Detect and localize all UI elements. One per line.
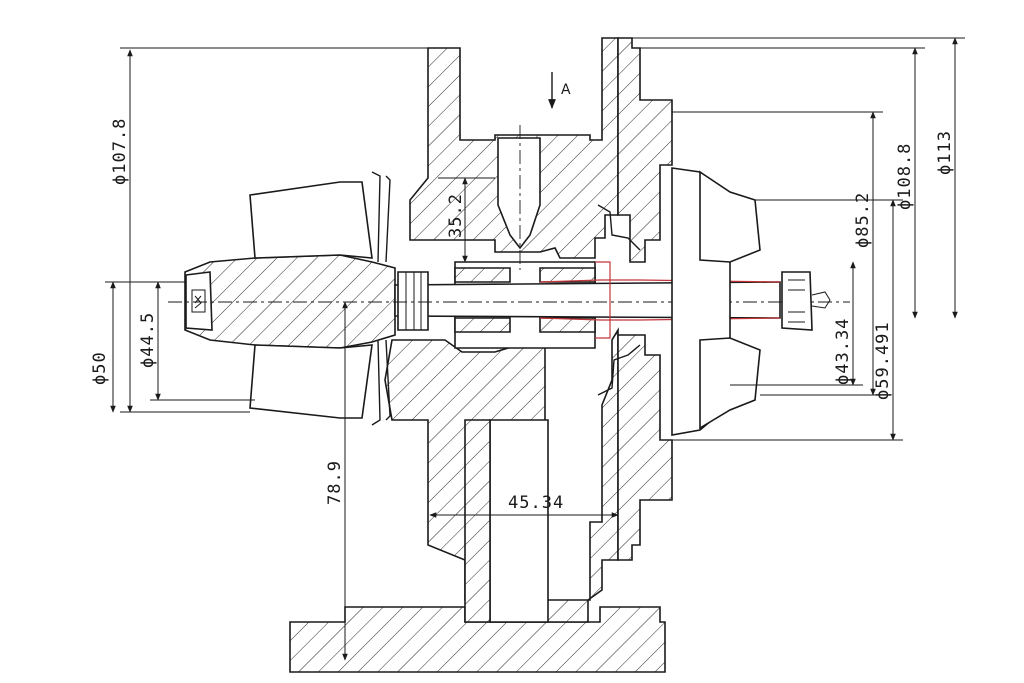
thrust-collar-grooves <box>405 272 422 330</box>
turbine-nut-detail <box>788 279 831 323</box>
thrust-collar <box>397 271 429 331</box>
dim-label-50: ϕ50 <box>90 351 110 385</box>
dim-label-108-8: ϕ108.8 <box>895 143 915 210</box>
oil-drain-wall-left <box>464 419 491 623</box>
dim-label-44-5: ϕ44.5 <box>138 312 158 368</box>
journal-bearing-left <box>454 267 511 333</box>
dim-label-113: ϕ113 <box>935 130 955 175</box>
dim-label-107-8: ϕ107.8 <box>110 118 130 185</box>
oil-feed-port <box>497 137 541 250</box>
dim-label-45-34: 45.34 <box>508 493 564 513</box>
compressor-wheel-hub <box>184 254 396 349</box>
dim-label-85-2: ϕ85.2 <box>853 192 873 248</box>
turbine-nut <box>781 271 813 331</box>
compressor-blade-upper <box>249 181 373 259</box>
turbine-backplate <box>617 37 673 263</box>
turbine-blade-upper <box>699 170 761 263</box>
heat-shield <box>597 204 641 396</box>
dim-label-35-2: 35.2 <box>446 193 466 238</box>
view-label: A <box>561 82 571 98</box>
dim-label-43-34: ϕ43.34 <box>833 318 853 385</box>
dim-label-78-9: 78.9 <box>325 460 345 505</box>
turbine-backplate-lower <box>617 334 673 561</box>
dim-label-59-491: ϕ59.491 <box>873 321 893 400</box>
oil-drain-passage <box>489 419 549 623</box>
turbine-blade-lower <box>699 337 761 430</box>
diffuser-vanes <box>371 171 391 426</box>
compressor-blade-lower <box>249 344 373 419</box>
